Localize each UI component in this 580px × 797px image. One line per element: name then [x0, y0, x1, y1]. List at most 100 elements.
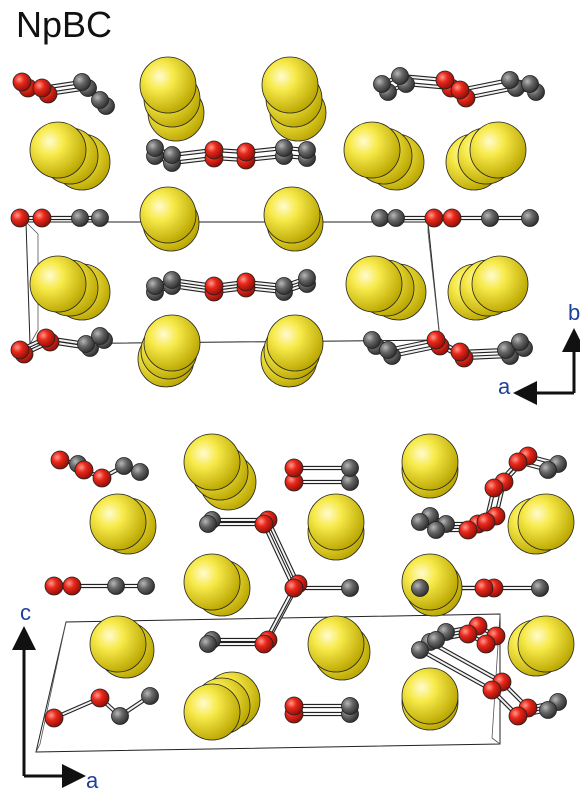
- boron-atom: [32, 78, 52, 98]
- np-atom: [89, 615, 147, 673]
- np-atom: [29, 255, 87, 313]
- carbon-atom: [511, 333, 529, 351]
- bond: [263, 523, 295, 589]
- np-atom: [266, 314, 324, 372]
- np-atom: [401, 433, 459, 491]
- boron-atom: [508, 706, 528, 726]
- boron-atom: [450, 342, 470, 362]
- boron-atom: [476, 634, 496, 654]
- unit-cell-edge-bottom: [35, 621, 67, 753]
- np-atom: [183, 433, 241, 491]
- boron-atom: [474, 578, 494, 598]
- boron-atom: [484, 478, 504, 498]
- carbon-atom: [163, 271, 181, 289]
- carbon-atom: [275, 139, 293, 157]
- boron-atom: [50, 450, 70, 470]
- figure-title: NpBC: [16, 4, 113, 45]
- boron-atom: [426, 330, 446, 350]
- carbon-atom: [411, 513, 429, 531]
- carbon-atom: [411, 641, 429, 659]
- np-atom: [517, 493, 575, 551]
- boron-atom: [44, 576, 64, 596]
- carbon-atom: [539, 701, 557, 719]
- boron-atom: [10, 340, 30, 360]
- boron-atom: [236, 272, 256, 292]
- carbon-atom: [77, 335, 95, 353]
- np-atom: [183, 683, 241, 741]
- boron-atom: [284, 696, 304, 716]
- carbon-atom: [363, 331, 381, 349]
- bond: [429, 641, 503, 683]
- carbon-atom: [371, 209, 389, 227]
- boron-atom: [458, 520, 478, 540]
- bond: [419, 649, 493, 691]
- carbon-atom: [141, 687, 159, 705]
- np-atom: [307, 493, 365, 551]
- boron-atom: [204, 140, 224, 160]
- boron-atom: [62, 576, 82, 596]
- carbon-atom: [298, 141, 316, 159]
- carbon-atom: [341, 459, 359, 477]
- carbon-atom: [199, 635, 217, 653]
- bottom-axis-label-horizontal: a: [86, 768, 99, 793]
- boron-atom: [236, 142, 256, 162]
- boron-atom: [458, 624, 478, 644]
- carbon-atom: [411, 579, 429, 597]
- carbon-atom: [163, 146, 181, 164]
- unit-cell-edge-bottom: [491, 613, 501, 745]
- carbon-atom: [199, 515, 217, 533]
- carbon-atom: [91, 209, 109, 227]
- carbon-atom: [275, 277, 293, 295]
- carbon-atom: [391, 67, 409, 85]
- carbon-atom: [91, 91, 109, 109]
- atoms: [10, 56, 575, 741]
- carbon-atom: [115, 457, 133, 475]
- np-atom: [471, 255, 529, 313]
- boron-atom: [476, 512, 496, 532]
- boron-atom: [32, 208, 52, 228]
- boron-atom: [442, 208, 462, 228]
- carbon-atom: [71, 209, 89, 227]
- carbon-atom: [387, 209, 405, 227]
- np-atom: [29, 121, 87, 179]
- carbon-atom: [379, 341, 397, 359]
- carbon-atom: [427, 521, 445, 539]
- carbon-atom: [107, 577, 125, 595]
- carbon-atom: [131, 463, 149, 481]
- boron-atom: [254, 514, 274, 534]
- boron-atom: [435, 70, 455, 90]
- carbon-atom: [137, 577, 155, 595]
- boron-atom: [482, 680, 502, 700]
- carbon-atom: [341, 579, 359, 597]
- np-atom: [307, 615, 365, 673]
- boron-atom: [204, 276, 224, 296]
- boron-atom: [450, 80, 470, 100]
- np-atom: [517, 615, 575, 673]
- boron-atom: [254, 634, 274, 654]
- boron-atom: [44, 708, 64, 728]
- carbon-atom: [531, 579, 549, 597]
- carbon-atom: [427, 631, 445, 649]
- np-atom: [345, 255, 403, 313]
- carbon-atom: [501, 71, 519, 89]
- carbon-atom: [481, 209, 499, 227]
- np-atom: [183, 553, 241, 611]
- boron-atom: [284, 578, 304, 598]
- boron-atom: [508, 452, 528, 472]
- unit-cell-edge-top: [427, 222, 441, 341]
- carbon-atom: [521, 75, 539, 93]
- carbon-atom: [146, 277, 164, 295]
- np-atom: [343, 121, 401, 179]
- boron-atom: [424, 208, 444, 228]
- carbon-atom: [111, 707, 129, 725]
- carbon-atom: [298, 269, 316, 287]
- np-atom: [469, 121, 527, 179]
- boron-atom: [12, 72, 32, 92]
- np-atom: [143, 314, 201, 372]
- carbon-atom: [91, 327, 109, 345]
- boron-atom: [36, 328, 56, 348]
- np-atom: [261, 56, 319, 114]
- axis-arrows: [12, 328, 580, 788]
- top-axis-label-vertical: b: [568, 300, 580, 325]
